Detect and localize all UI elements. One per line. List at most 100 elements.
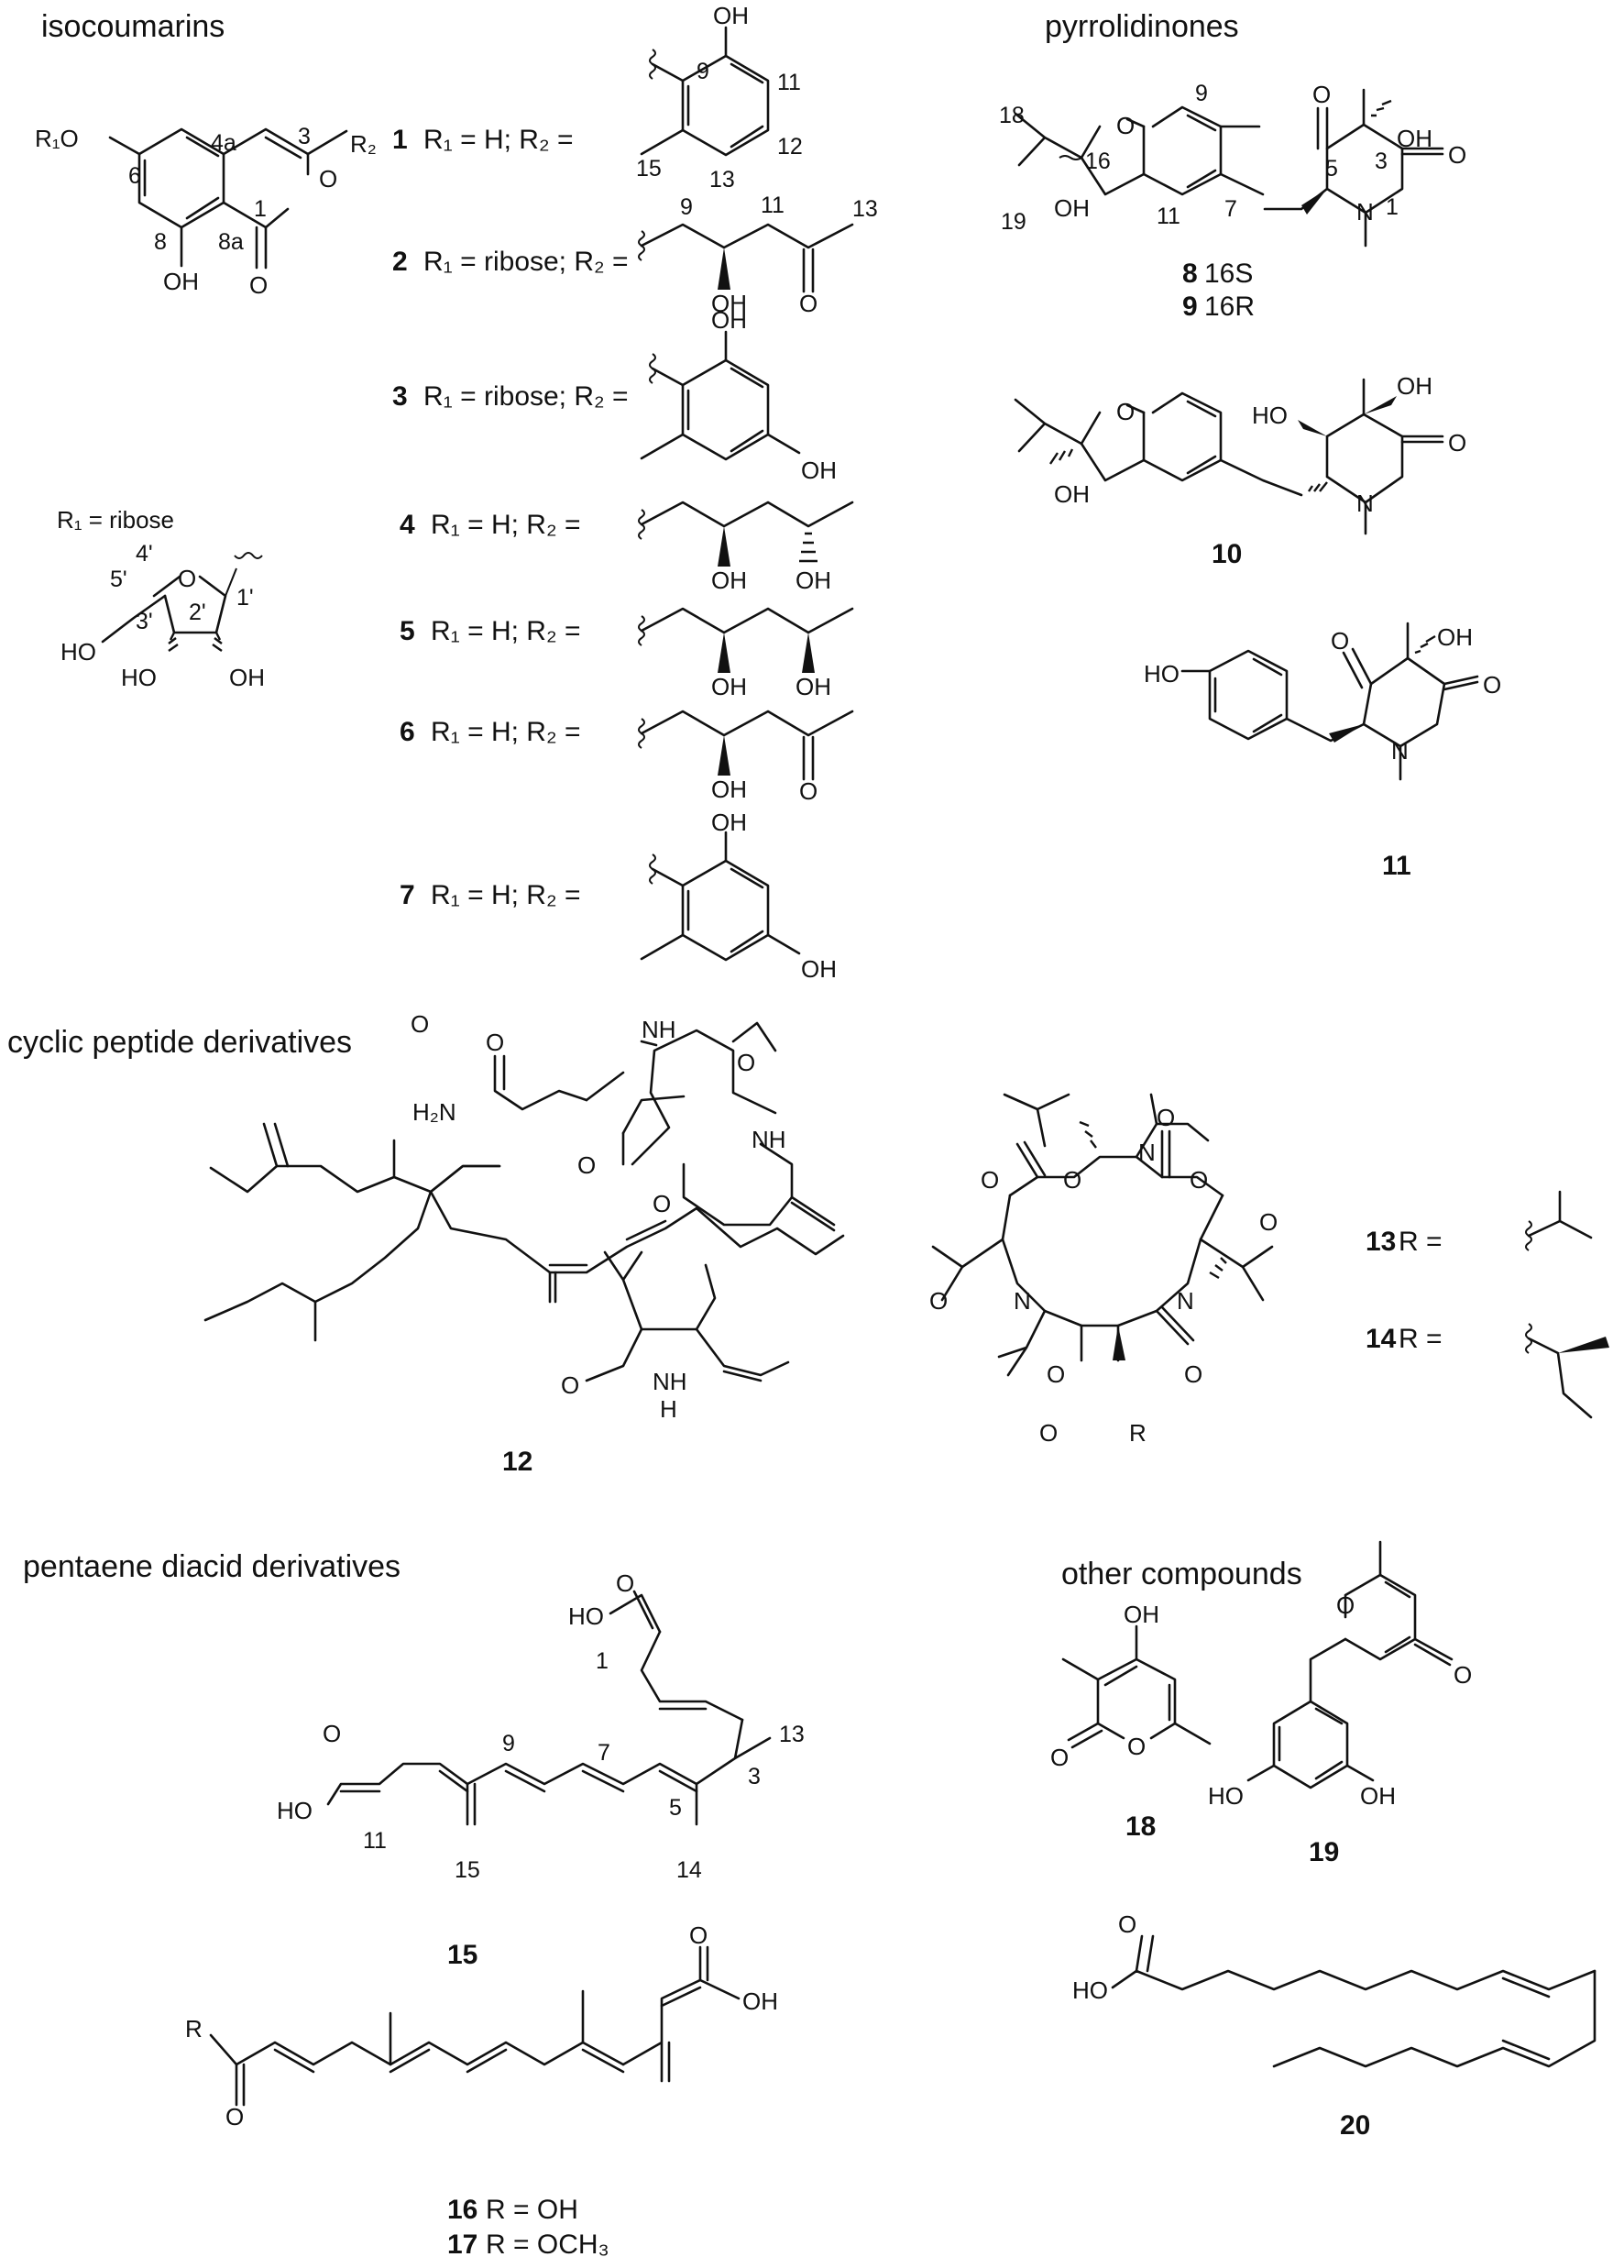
c12-ester-o: O — [577, 1151, 596, 1179]
compound-id-18: 18 — [1125, 1811, 1156, 1842]
c18-ring-o: O — [1127, 1733, 1146, 1760]
substituent-13: R = — [1399, 1227, 1443, 1257]
c8-furan-o: O — [1116, 112, 1135, 139]
num-11b: 11 — [761, 193, 785, 218]
c13-n-top: N — [1138, 1139, 1156, 1166]
compound-10: O OH HO OH O N 10 — [1014, 372, 1466, 569]
substituent-7: R₁ = H; R₂ = — [431, 880, 580, 910]
c20-acid-o: O — [1118, 1910, 1136, 1938]
c10-oh: OH — [1054, 480, 1090, 508]
num-6: 6 — [128, 163, 141, 189]
config-9: 16R — [1204, 292, 1255, 322]
compound-id-14: 14 — [1366, 1324, 1397, 1354]
num-3: 3 — [298, 124, 311, 149]
compound-4: 4 R₁ = H; R₂ = OH OH — [400, 501, 854, 594]
c8-keto-o: O — [1312, 81, 1331, 108]
compound-id-17: 17 — [447, 2229, 477, 2260]
compound-15: HO O HO O 1 13 3 9 7 5 11 15 14 15 — [277, 1569, 805, 1970]
compound-id-15: 15 — [447, 1940, 477, 1970]
c13-ester-o-c: O — [1047, 1360, 1065, 1388]
section-heading-other: other compounds — [1061, 1557, 1302, 1591]
compound-id-10: 10 — [1212, 539, 1242, 569]
c4-oh-b: OH — [796, 567, 831, 594]
c13-r-label: R — [1129, 1419, 1147, 1447]
compound-id-13: 13 — [1366, 1227, 1396, 1257]
c8-oh: OH — [1054, 194, 1090, 222]
num-1p: 1 — [1386, 194, 1399, 220]
c8-n: N — [1356, 198, 1374, 226]
substituent-2: R₁ = ribose; R₂ = — [423, 247, 629, 277]
substituent-4: R₁ = H; R₂ = — [431, 510, 580, 540]
c2-keto-o: O — [799, 290, 817, 317]
c13-o-left: O — [981, 1166, 999, 1194]
num-18: 18 — [999, 103, 1025, 128]
num-19: 19 — [1001, 209, 1026, 235]
compound-id-8: 8 — [1182, 259, 1198, 289]
substituent-3: R₁ = ribose; R₂ = — [423, 381, 629, 412]
c18-carbonyl-o: O — [1050, 1744, 1069, 1771]
c13-o-lower-right: O — [1184, 1360, 1202, 1388]
r1o-label: R₁O — [35, 125, 79, 152]
num-3p: 3' — [136, 609, 153, 634]
compound-12: O H₂N NH O O O NH O O NH H 12 — [203, 1010, 845, 1477]
c7-oh-top: OH — [711, 809, 747, 836]
substituent-1: R₁ = H; R₂ = — [423, 125, 573, 155]
c3-oh-top: OH — [711, 306, 747, 334]
c12-nh-bottom: NH — [653, 1368, 687, 1395]
c10-n: N — [1356, 490, 1374, 517]
c12-h: H — [660, 1395, 677, 1423]
c20-ho: HO — [1072, 1976, 1108, 2004]
num-3p: 3 — [1375, 149, 1388, 174]
compound-11: HO O OH O N 11 — [1144, 622, 1501, 881]
substituent-16: R = OH — [486, 2195, 578, 2225]
num-1: 1 — [254, 196, 267, 222]
c15-ho-top: HO — [568, 1602, 604, 1630]
num-5p: 5 — [1325, 156, 1338, 182]
num-11: 11 — [777, 70, 801, 95]
c15-acid-o: O — [323, 1720, 341, 1747]
num-8a: 8a — [218, 229, 244, 255]
substituent-14: R = — [1399, 1324, 1443, 1354]
compound-19: O O HO OH 19 — [1208, 1540, 1472, 1867]
c6-oh: OH — [711, 776, 747, 803]
num-9-pent: 9 — [502, 1731, 515, 1756]
c13-ester-o-b: O — [1190, 1166, 1208, 1194]
compound-id-3: 3 — [392, 381, 408, 412]
c2-oh: OH — [711, 290, 747, 317]
c19-ho: HO — [1208, 1782, 1244, 1810]
section-heading-isocoumarins: isocoumarins — [41, 9, 225, 44]
compound-id-6: 6 — [400, 717, 415, 747]
c19-oh: OH — [1360, 1782, 1396, 1810]
num-15-pent: 15 — [455, 1857, 480, 1883]
num-5-pent: 5 — [669, 1795, 682, 1821]
c3-oh-bottom: OH — [801, 457, 837, 484]
compound-id-5: 5 — [400, 616, 415, 646]
section-heading-pyrrolidinones: pyrrolidinones — [1045, 9, 1239, 44]
c16-acid-oh: OH — [742, 1987, 778, 2015]
compound-id-20: 20 — [1340, 2110, 1370, 2141]
compound-id-16: 16 — [447, 2195, 477, 2225]
c16-acid-o: O — [689, 1921, 708, 1949]
ribose-2-oh: OH — [229, 664, 265, 691]
compound-id-11: 11 — [1382, 851, 1411, 881]
c10-ho: HO — [1252, 402, 1288, 429]
section-heading-pentaene: pentaene diacid derivatives — [23, 1549, 401, 1584]
num-1-pent: 1 — [596, 1648, 609, 1674]
c15-ho: HO — [277, 1797, 313, 1824]
compound-id-1: 1 — [392, 125, 408, 155]
compound-8-9: O OH O OH O N 18 19 16 9 11 7 3 5 1 8 16… — [999, 81, 1466, 322]
num-7p: 7 — [1224, 196, 1237, 222]
c5-oh-a: OH — [711, 673, 747, 700]
c10-furan-o: O — [1116, 398, 1135, 425]
c13-o-right: O — [1259, 1208, 1278, 1236]
c13-o-bottom: O — [1039, 1419, 1058, 1447]
num-2p: 2' — [189, 600, 206, 625]
c11-oh: OH — [1437, 623, 1473, 651]
num-15: 15 — [636, 156, 662, 182]
c10-lactam-o: O — [1448, 429, 1466, 457]
num-11-pent: 11 — [363, 1828, 387, 1854]
c1-oh: OH — [713, 2, 749, 29]
c12-h2n: H₂N — [412, 1098, 456, 1126]
num-3-pent: 3 — [748, 1764, 761, 1789]
